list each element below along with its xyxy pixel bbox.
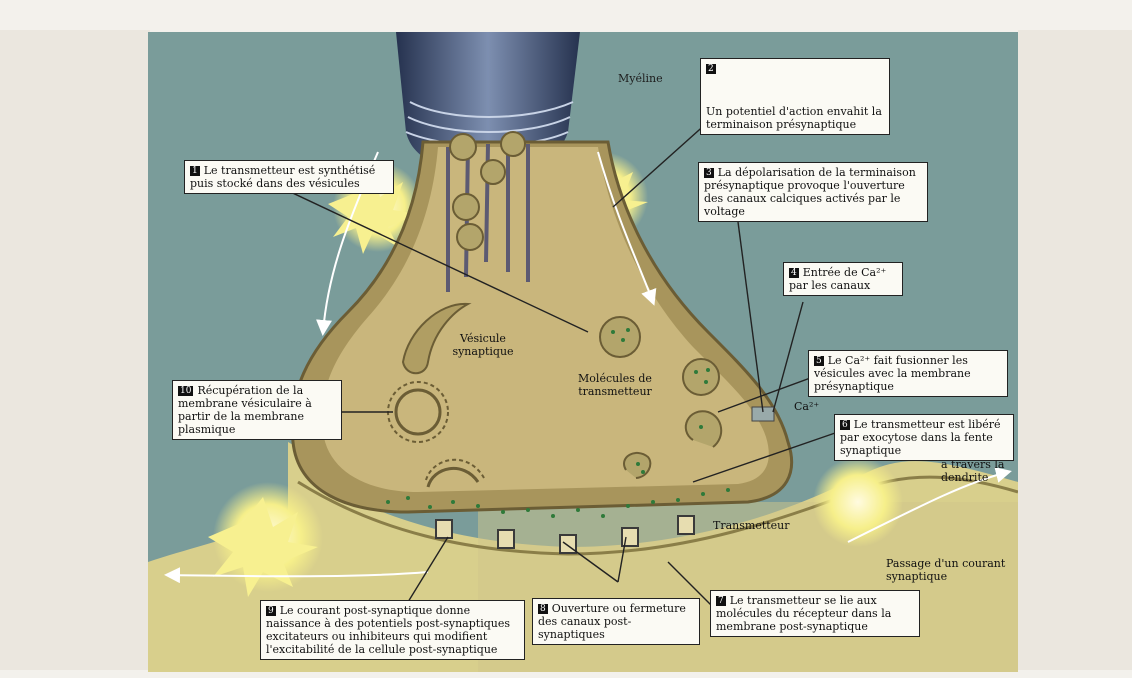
step-3-text: La dépolarisation de la terminaison prés… <box>704 166 916 218</box>
step-4-text: Entrée de Ca²⁺ par les canaux <box>789 266 886 292</box>
label-calcium: Ca²⁺ <box>794 400 819 413</box>
step-10-number: 10 <box>178 386 193 396</box>
step-1-text: Le transmetteur est synthétisé puis stoc… <box>190 164 375 190</box>
step-2-text: Un potentiel d'action envahit la termina… <box>706 105 884 131</box>
step-9-number: 9 <box>266 606 276 616</box>
step-7-number: 7 <box>716 596 726 606</box>
step-1-number: 1 <box>190 166 200 176</box>
step-2-box: 2 Un potentiel d'action envahit la termin… <box>700 58 890 135</box>
step-5-text: Le Ca²⁺ fait fusionner les vésicules ave… <box>814 354 971 393</box>
step-9-text: Le courant post-synaptique donne naissan… <box>266 604 510 656</box>
step-3-number: 3 <box>704 168 714 178</box>
step-8-text: Ouverture ou fermeture des canaux post-s… <box>538 602 686 641</box>
step-5-number: 5 <box>814 356 824 366</box>
step-6-number: 6 <box>840 420 850 430</box>
step-6-text: Le transmetteur est libéré par exocytose… <box>840 418 1001 457</box>
label-across-dendrite: à travers la dendrite <box>941 458 1016 484</box>
step-8-number: 8 <box>538 604 548 614</box>
step-2-number: 2 <box>706 64 716 74</box>
label-transmitter-molecules: Molécules de transmetteur <box>560 372 670 398</box>
step-4-number: 4 <box>789 268 799 278</box>
label-myelin: Myéline <box>618 72 663 85</box>
synapse-illustration: Myéline Vésicule synaptique Molécules de… <box>148 32 1018 672</box>
book-page-margin-left <box>0 30 150 670</box>
step-10-text: Récupération de la membrane vésiculaire … <box>178 384 312 436</box>
label-transmitter: Transmetteur <box>713 519 790 532</box>
step-7-text: Le transmetteur se lie aux molécules du … <box>716 594 891 633</box>
label-synaptic-current: Passage d'un courant synaptique <box>886 557 1014 583</box>
label-synaptic-vesicle: Vésicule synaptique <box>448 332 518 358</box>
book-page-margin-right <box>1018 30 1132 670</box>
